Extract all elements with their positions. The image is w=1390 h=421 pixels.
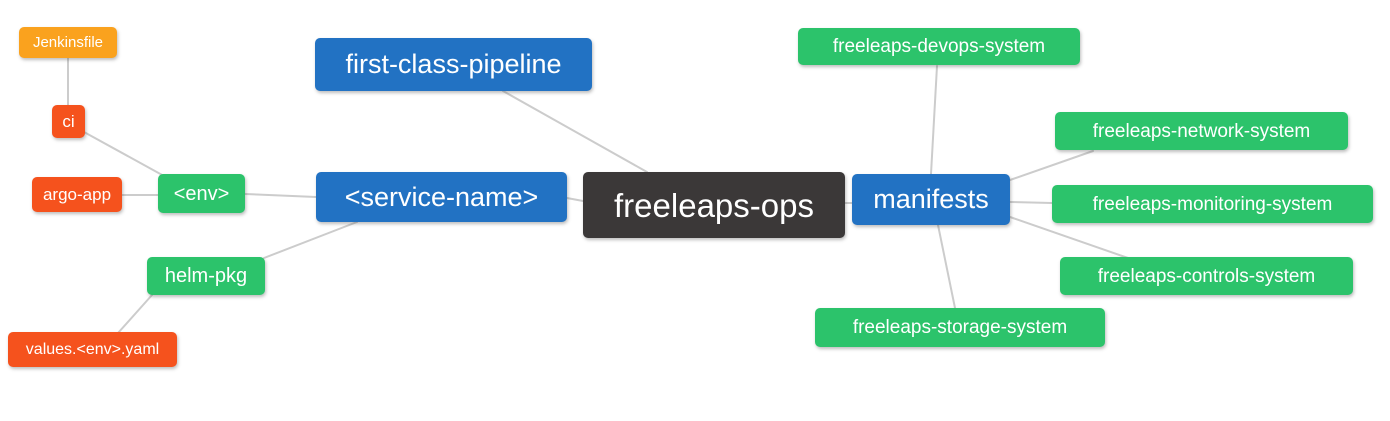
edge-first-class-pipeline-to-freeleaps-ops (502, 90, 648, 173)
node-freeleaps-monitoring-system[interactable]: freeleaps-monitoring-system (1052, 185, 1373, 223)
node-service-name[interactable]: <service-name> (316, 172, 567, 222)
node-ci[interactable]: ci (52, 105, 85, 138)
node-manifests[interactable]: manifests (852, 174, 1010, 225)
edge-manifests-to-freeleaps-controls-system (1009, 216, 1129, 259)
edge-service-name-to-helm-pkg (263, 221, 358, 259)
edge-manifests-to-freeleaps-storage-system (937, 224, 956, 309)
edge-manifests-to-freeleaps-monitoring-system (1009, 201, 1053, 204)
edge-env-to-service-name (244, 193, 317, 198)
node-env[interactable]: <env> (158, 174, 245, 213)
node-freeleaps-controls-system[interactable]: freeleaps-controls-system (1060, 257, 1353, 295)
edge-manifests-to-freeleaps-network-system (1009, 150, 1094, 181)
node-freeleaps-network-system[interactable]: freeleaps-network-system (1055, 112, 1348, 150)
edge-manifests-to-freeleaps-devops-system (930, 65, 938, 175)
node-helm-pkg[interactable]: helm-pkg (147, 257, 265, 295)
node-jenkinsfile[interactable]: Jenkinsfile (19, 27, 117, 58)
node-freeleaps-ops[interactable]: freeleaps-ops (583, 172, 845, 238)
edge-service-name-to-freeleaps-ops (566, 197, 584, 202)
node-argo-app[interactable]: argo-app (32, 177, 122, 212)
node-freeleaps-devops-system[interactable]: freeleaps-devops-system (798, 28, 1080, 65)
node-values-env-yaml[interactable]: values.<env>.yaml (8, 332, 177, 367)
edge-helm-pkg-to-values-env-yaml (117, 294, 153, 334)
node-freeleaps-storage-system[interactable]: freeleaps-storage-system (815, 308, 1105, 347)
node-first-class-pipeline[interactable]: first-class-pipeline (315, 38, 592, 91)
edge-ci-to-env (83, 131, 165, 177)
